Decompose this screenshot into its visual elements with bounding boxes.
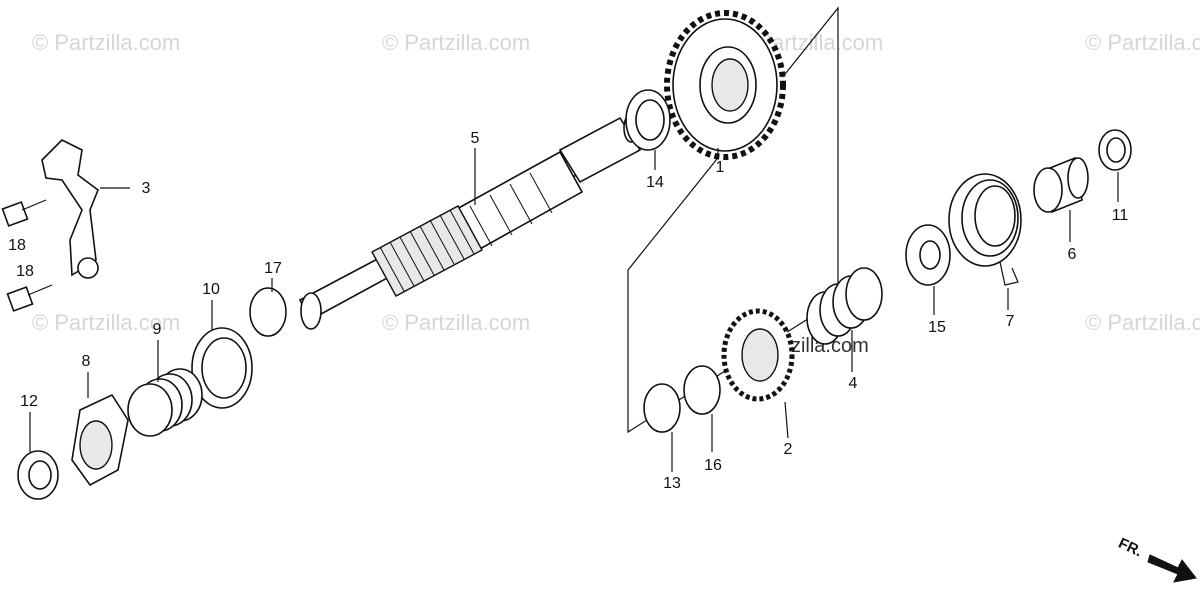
kickstarter-arm-3 — [41, 139, 99, 279]
callout-15: 15 — [928, 319, 946, 336]
leader-lines — [29, 148, 1119, 472]
washer-12 — [17, 450, 59, 500]
callout-2: 2 — [784, 441, 793, 458]
collar-6 — [1033, 156, 1089, 214]
callout-4: 4 — [849, 375, 858, 392]
watermark-text: © Partzilla.com — [1085, 310, 1200, 335]
fr-label: FR. — [1116, 535, 1145, 561]
kickstarter-spindle — [298, 113, 650, 330]
callout-18a: 18 — [8, 237, 26, 254]
drive-gear-2 — [721, 308, 795, 402]
watermark-text: © Partzilla.com — [32, 30, 180, 55]
arrow-icon — [1147, 554, 1197, 583]
callout-11: 11 — [1112, 207, 1129, 224]
callout-8: 8 — [82, 353, 91, 370]
return-spring-7 — [948, 173, 1022, 286]
callout-12: 12 — [20, 393, 38, 410]
callout-7: 7 — [1006, 313, 1015, 330]
callout-18b: 18 — [16, 263, 34, 280]
washer-10 — [191, 327, 253, 409]
kickstarter-idle-gear — [664, 10, 786, 160]
callout-9: 9 — [153, 321, 162, 338]
callout-3: 3 — [142, 180, 151, 197]
circlip-17 — [249, 287, 287, 337]
callout-13: 13 — [663, 475, 681, 492]
watermark-text: © Partzilla.com — [32, 310, 180, 335]
spring-9 — [127, 368, 203, 437]
callout-5: 5 — [471, 130, 480, 147]
front-direction-indicator: FR. — [1116, 535, 1197, 583]
callout-16: 16 — [704, 457, 722, 474]
callout-1: 1 — [716, 159, 725, 176]
circlip-16 — [683, 365, 721, 415]
spring-4 — [806, 267, 883, 345]
watermark-text: © Partzilla.com — [382, 310, 530, 335]
washer-15 — [905, 224, 951, 286]
watermark-group: © Partzilla.com © Partzilla.com © Partzi… — [32, 30, 1200, 357]
ratchet-8 — [71, 393, 129, 487]
thrust-washer-14 — [625, 89, 671, 151]
watermark-text: © Partzilla.com — [1085, 30, 1200, 55]
callout-6: 6 — [1068, 246, 1077, 263]
callout-17: 17 — [264, 260, 282, 277]
bolt-18a — [1, 199, 47, 227]
circlip-13 — [643, 383, 681, 433]
watermark-text: © Partzilla.com — [382, 30, 530, 55]
callout-14: 14 — [646, 174, 664, 191]
bolt-18b — [6, 284, 53, 312]
washer-11 — [1098, 129, 1132, 171]
callout-10: 10 — [202, 281, 220, 298]
